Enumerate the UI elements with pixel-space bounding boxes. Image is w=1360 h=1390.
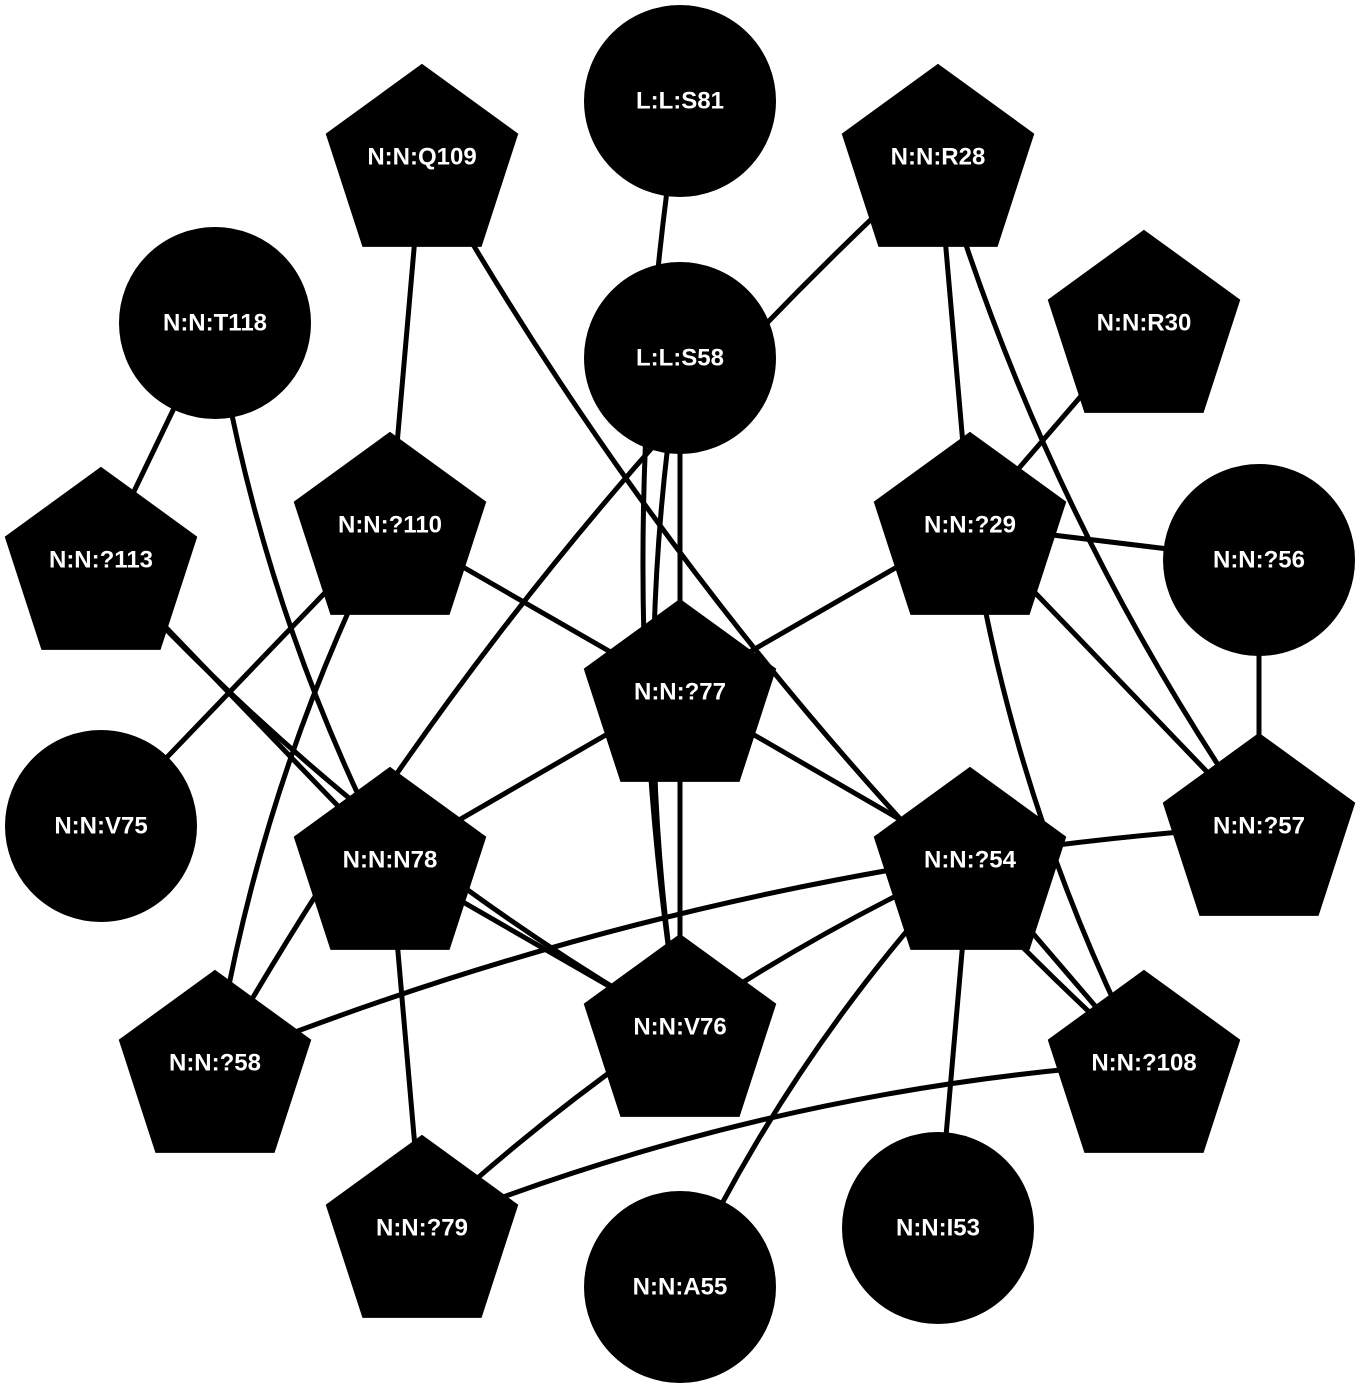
- node-label: N:N:Q109: [367, 144, 476, 171]
- node-shape-pentagon: [583, 933, 777, 1117]
- node-label: N:N:R30: [1097, 310, 1192, 337]
- node-label: N:N:I53: [896, 1215, 980, 1242]
- node-l-l-s58: L:L:S58: [584, 262, 776, 454]
- node-n-n-54: N:N:?54: [873, 766, 1067, 950]
- node-n-n-a55: N:N:A55: [584, 1191, 776, 1383]
- node-n-n-56: N:N:?56: [1163, 464, 1355, 656]
- node-shape-pentagon: [873, 431, 1067, 615]
- node-n-n-113: N:N:?113: [4, 466, 198, 650]
- node-shape-pentagon: [583, 598, 777, 782]
- node-label: L:L:S58: [636, 345, 724, 372]
- edge-n-n-r28-to-n-n-57: [935, 154, 1262, 829]
- node-shape-pentagon: [1047, 969, 1241, 1153]
- node-shape-pentagon: [293, 431, 487, 615]
- node-label: N:N:?110: [338, 512, 442, 539]
- node-shape-pentagon: [325, 63, 519, 247]
- node-shape-pentagon: [118, 969, 312, 1153]
- node-label: N:N:?54: [924, 847, 1017, 874]
- node-label: N:N:?56: [1213, 547, 1305, 574]
- node-label: N:N:?79: [376, 1215, 468, 1242]
- node-label: N:N:?108: [1091, 1050, 1196, 1077]
- node-n-n-v75: N:N:V75: [5, 730, 197, 922]
- node-n-n-v76: N:N:V76: [583, 933, 777, 1117]
- node-n-n-r30: N:N:R30: [1047, 229, 1241, 413]
- node-label: N:N:?113: [49, 547, 153, 574]
- node-shape-circle: [584, 1191, 776, 1383]
- node-n-n-58: N:N:?58: [118, 969, 312, 1153]
- node-n-n-110: N:N:?110: [293, 431, 487, 615]
- node-shape-pentagon: [1162, 732, 1356, 916]
- node-shape-pentagon: [841, 63, 1035, 247]
- node-n-n-t118: N:N:T118: [119, 227, 311, 419]
- node-shape-circle: [584, 262, 776, 454]
- node-label: N:N:R28: [891, 144, 986, 171]
- edge-n-n-57-to-n-n-58: [212, 823, 1262, 1066]
- node-n-n-i53: N:N:I53: [842, 1132, 1034, 1324]
- node-label: N:N:?77: [634, 679, 726, 706]
- node-shape-pentagon: [873, 766, 1067, 950]
- node-shape-pentagon: [293, 766, 487, 950]
- node-label: N:N:N78: [343, 847, 438, 874]
- node-label: N:N:V76: [633, 1014, 726, 1041]
- node-n-n-29: N:N:?29: [873, 431, 1067, 615]
- node-n-n-n78: N:N:N78: [293, 766, 487, 950]
- node-n-n-q109: N:N:Q109: [325, 63, 519, 247]
- node-shape-circle: [842, 1132, 1034, 1324]
- node-shape-circle: [5, 730, 197, 922]
- node-label: N:N:V75: [54, 813, 147, 840]
- node-n-n-57: N:N:?57: [1162, 732, 1356, 916]
- node-n-n-77: N:N:?77: [583, 598, 777, 782]
- edge-n-n-108-to-n-n-79: [419, 1060, 1147, 1231]
- node-label: N:N:T118: [163, 310, 267, 337]
- node-label: N:N:?58: [169, 1050, 261, 1077]
- node-label: N:N:A55: [633, 1274, 728, 1301]
- node-label: N:N:?57: [1213, 813, 1305, 840]
- node-n-n-79: N:N:?79: [325, 1134, 519, 1318]
- node-shape-circle: [584, 5, 776, 197]
- node-label: L:L:S81: [636, 88, 724, 115]
- node-shape-pentagon: [4, 466, 198, 650]
- node-shape-circle: [1163, 464, 1355, 656]
- node-n-n-r28: N:N:R28: [841, 63, 1035, 247]
- node-n-n-108: N:N:?108: [1047, 969, 1241, 1153]
- node-l-l-s81: L:L:S81: [584, 5, 776, 197]
- node-label: N:N:?29: [924, 512, 1016, 539]
- node-shape-pentagon: [1047, 229, 1241, 413]
- edge-n-n-r28-to-n-n-58: [212, 154, 941, 1066]
- node-shape-circle: [119, 227, 311, 419]
- node-shape-pentagon: [325, 1134, 519, 1318]
